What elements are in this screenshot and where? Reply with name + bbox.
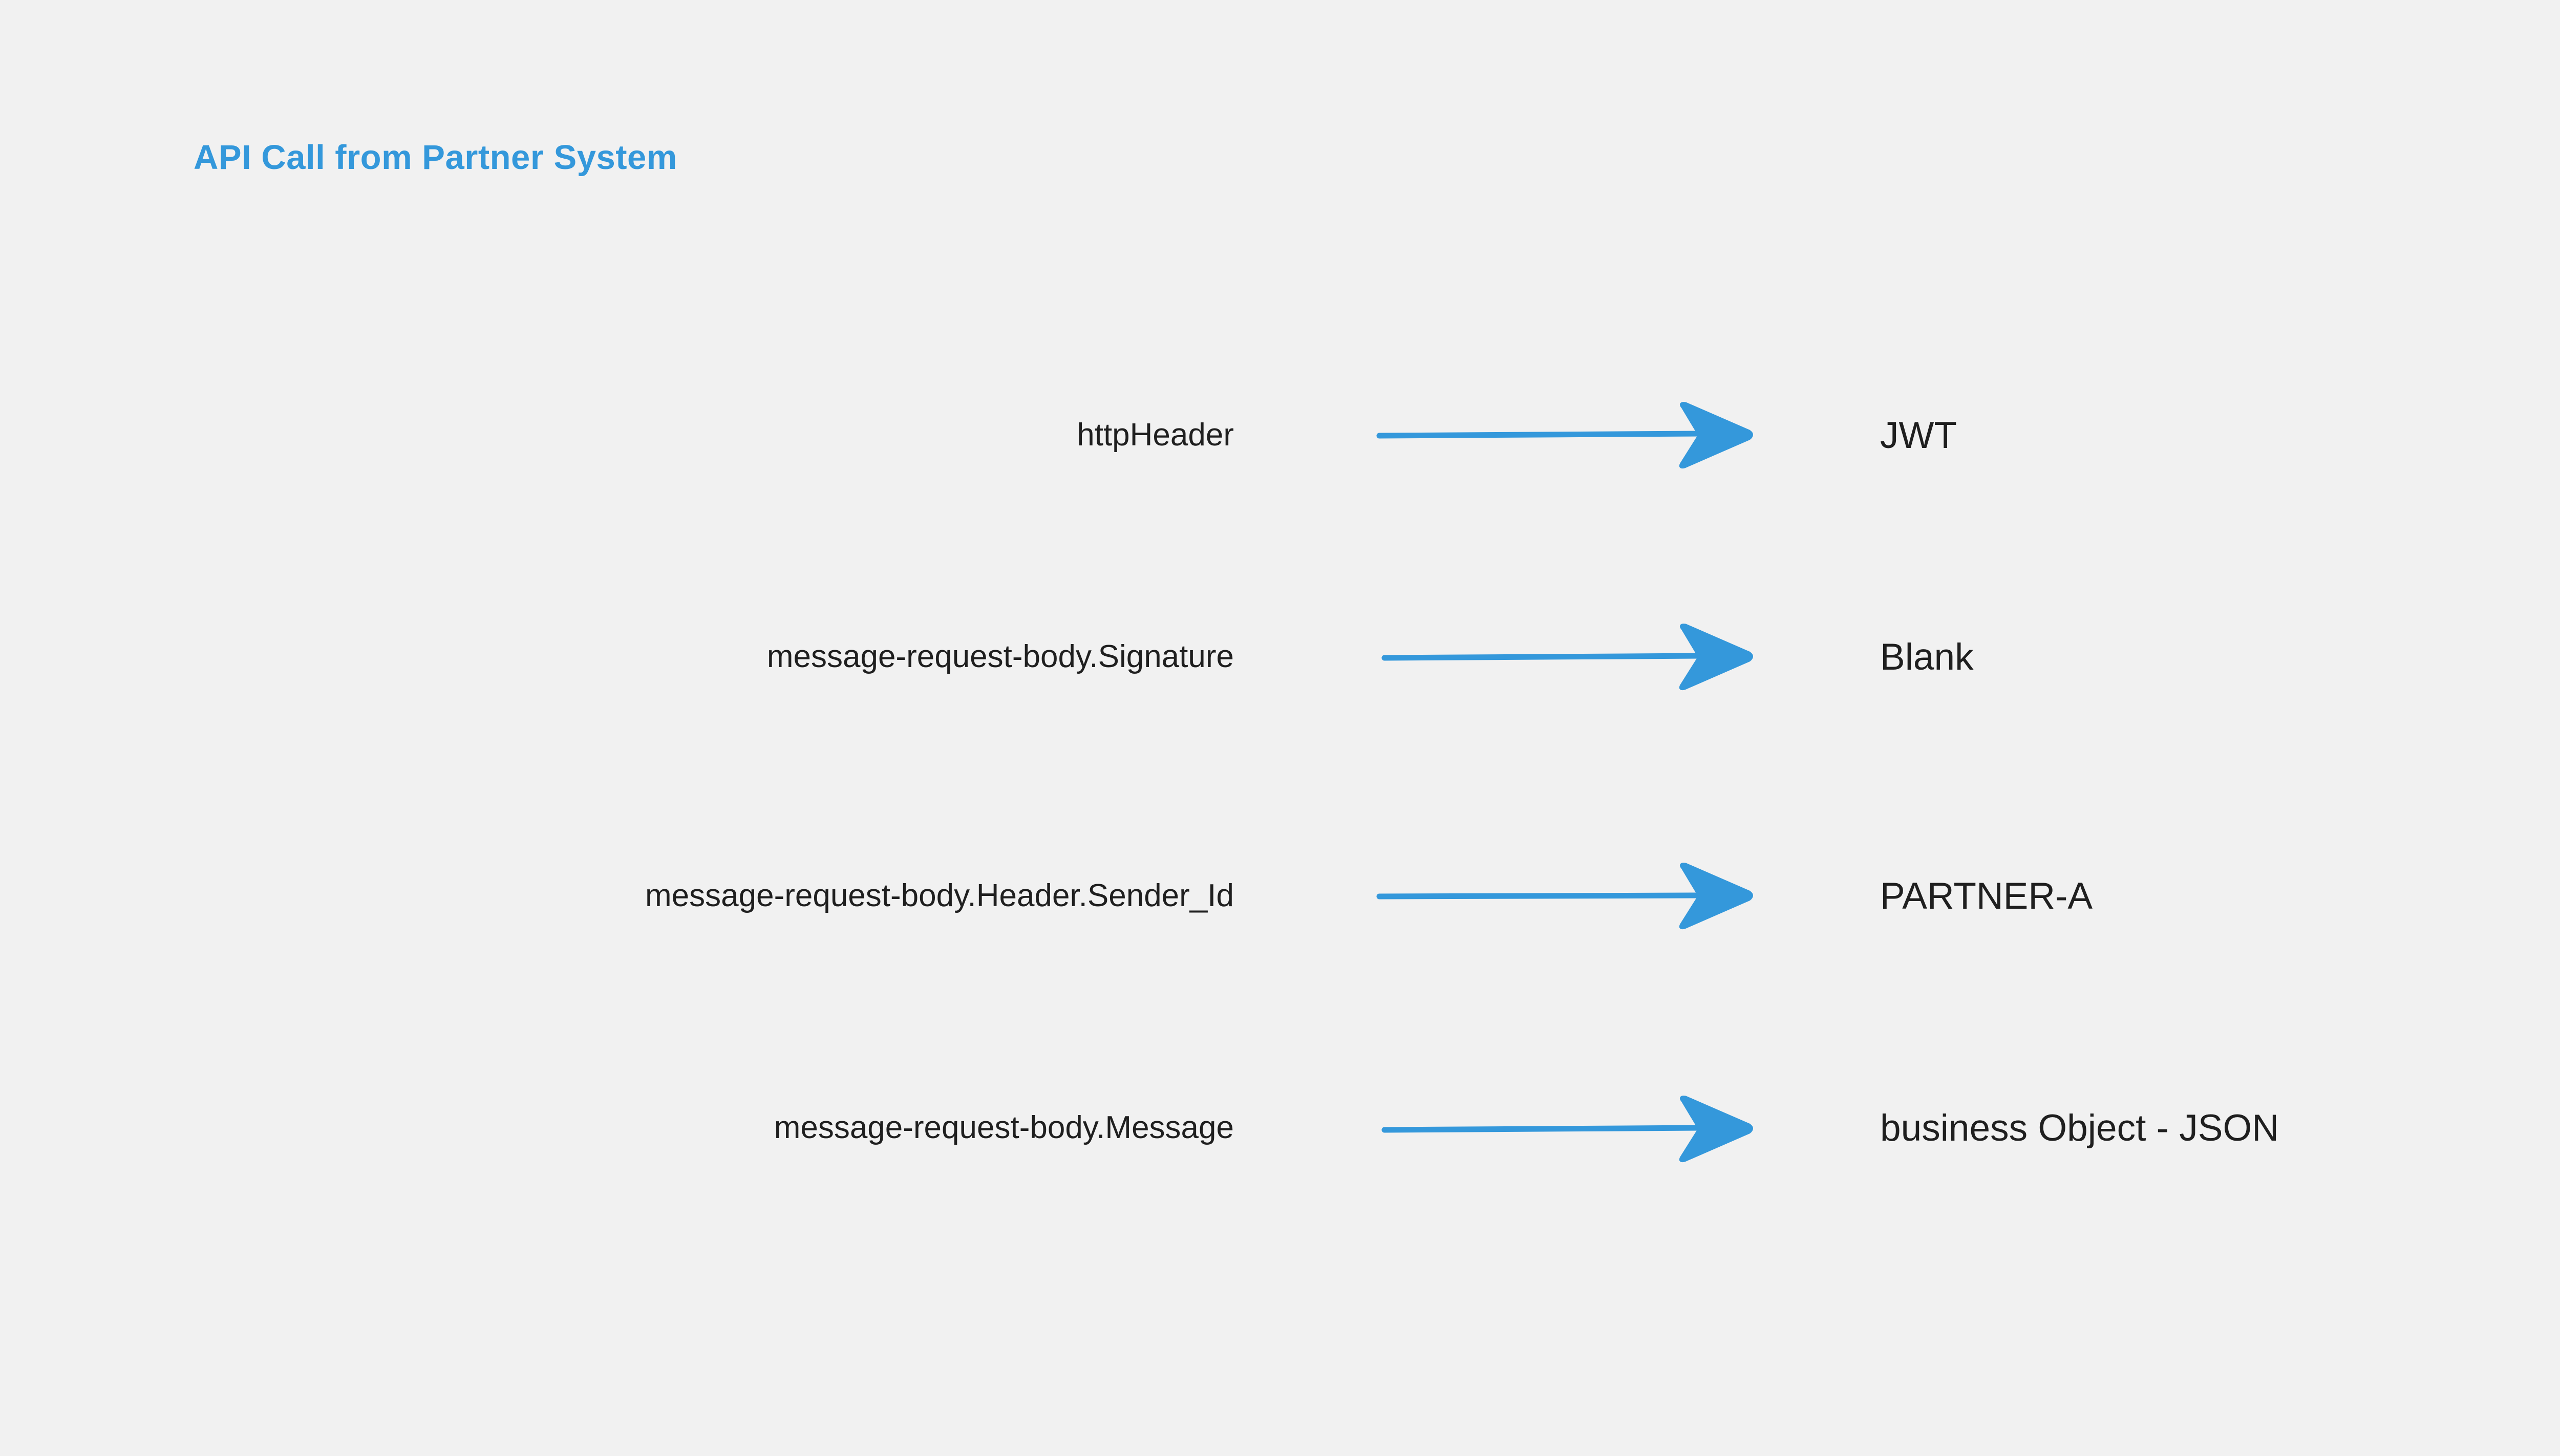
mapping-target-value: business Object - JSON [1880, 1107, 2279, 1149]
arrow-right-icon [1377, 618, 1753, 695]
mapping-source-label: message-request-body.Header.Sender_Id [645, 878, 1234, 913]
arrow-right-icon [1377, 1089, 1753, 1166]
mapping-row: message-request-body.Header.Sender_Id PA… [0, 858, 2560, 934]
mapping-row: message-request-body.Message business Ob… [0, 1089, 2560, 1166]
mapping-source-label: message-request-body.Message [774, 1110, 1234, 1145]
arrow-right-icon [1376, 397, 1753, 474]
mapping-target-value: Blank [1880, 636, 1974, 678]
mapping-source-label: message-request-body.Signature [766, 639, 1234, 674]
mapping-source-label: httpHeader [1077, 417, 1234, 453]
mapping-target-value: PARTNER-A [1880, 875, 2093, 917]
page-title: API Call from Partner System [194, 138, 677, 177]
mapping-target-value: JWT [1880, 414, 1957, 456]
mapping-row: message-request-body.Signature Blank [0, 618, 2560, 695]
arrow-right-icon [1376, 858, 1753, 934]
mapping-row: httpHeader JWT [0, 397, 2560, 474]
